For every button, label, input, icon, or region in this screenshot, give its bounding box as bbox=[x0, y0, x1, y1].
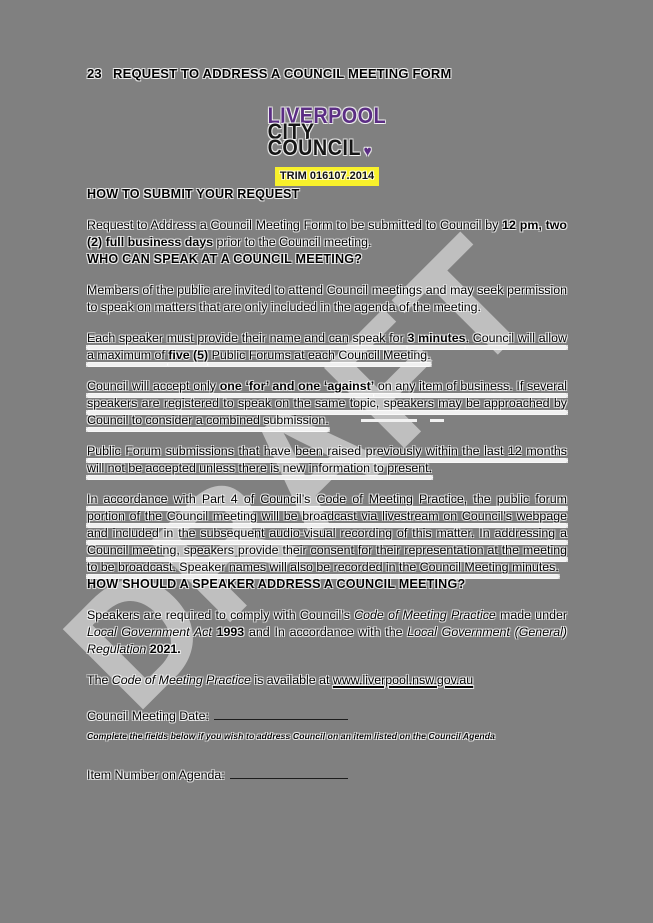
paragraph-compliance: Speakers are required to comply with Cou… bbox=[87, 608, 567, 656]
fields-instruction-note: Complete the fields below if you wish to… bbox=[87, 731, 495, 741]
paragraph-for-against: Council will accept only one ‘for’ and o… bbox=[87, 379, 567, 427]
heart-icon: ♥ bbox=[363, 143, 373, 160]
paragraph-speaker-time: Each speaker must provide their name and… bbox=[87, 331, 567, 362]
trim-reference-badge: TRIM 016107.2014 bbox=[274, 167, 380, 186]
council-website-link[interactable]: www.liverpool.nsw.gov.au bbox=[332, 673, 474, 687]
document-title-text: REQUEST TO ADDRESS A COUNCIL MEETING FOR… bbox=[113, 66, 452, 81]
heading-who-can-speak: WHO CAN SPEAK AT A COUNCIL MEETING? bbox=[87, 252, 363, 266]
document-number: 23 bbox=[87, 66, 102, 81]
deleted-text-mark bbox=[360, 419, 417, 422]
deleted-text-mark bbox=[429, 419, 444, 422]
council-meeting-date-input[interactable] bbox=[213, 706, 348, 720]
item-number-input[interactable] bbox=[229, 765, 348, 779]
council-meeting-date-label: Council Meeting Date: bbox=[87, 709, 209, 723]
item-number-label: Item Number on Agenda: bbox=[87, 768, 225, 782]
item-number-field: Item Number on Agenda: bbox=[87, 765, 567, 784]
paragraph-public-invited: Members of the public are invited to att… bbox=[87, 283, 567, 314]
paragraph-broadcast-consent: In accordance with Part 4 of Council’s C… bbox=[87, 492, 567, 574]
heading-how-to-address: HOW SHOULD A SPEAKER ADDRESS A COUNCIL M… bbox=[87, 577, 466, 591]
page-title: 23 REQUEST TO ADDRESS A COUNCIL MEETING F… bbox=[87, 65, 567, 82]
logo-line-city: CITY bbox=[267, 119, 315, 144]
liverpool-city-council-logo: LIVERPOOL CITY COUNCIL♥ bbox=[267, 103, 387, 160]
logo-line-council: COUNCIL♥ bbox=[267, 135, 373, 160]
paragraph-previous-submissions: Public Forum submissions that have been … bbox=[87, 444, 567, 475]
paragraph-code-available: The Code of Meeting Practice is availabl… bbox=[87, 673, 474, 687]
logo-line-liverpool: LIVERPOOL bbox=[267, 103, 387, 128]
heading-how-to-submit: HOW TO SUBMIT YOUR REQUEST bbox=[87, 187, 300, 201]
council-meeting-date-field: Council Meeting Date: bbox=[87, 706, 567, 725]
paragraph-submit-deadline: Request to Address a Council Meeting For… bbox=[87, 218, 567, 249]
document-content: 23 REQUEST TO ADDRESS A COUNCIL MEETING F… bbox=[87, 65, 567, 784]
